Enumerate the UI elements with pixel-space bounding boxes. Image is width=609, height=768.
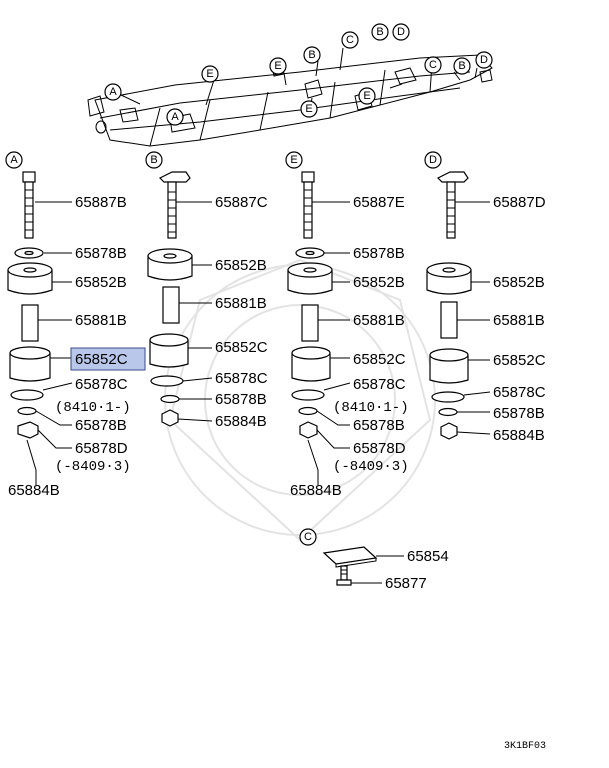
section-c: C 65854 65877 bbox=[299, 528, 449, 592]
highlight-box bbox=[70, 347, 146, 371]
note-until-8409: (-8409·3) bbox=[333, 459, 409, 475]
label-65878d: 65878D bbox=[75, 440, 128, 457]
label-65878b: 65878B bbox=[75, 245, 127, 262]
label-65881b: 65881B bbox=[215, 295, 267, 312]
label-65878b: 65878B bbox=[353, 417, 405, 434]
label-65881b: 65881B bbox=[353, 312, 405, 329]
label-65878c: 65878C bbox=[215, 370, 268, 387]
label-65884b: 65884B bbox=[290, 482, 342, 499]
callout-d: D bbox=[480, 54, 488, 66]
callout-e: E bbox=[305, 103, 312, 115]
column-a: A 65887B 65878B 65852B 65881B 65852C 658… bbox=[5, 151, 146, 499]
label-65881b: 65881B bbox=[493, 312, 545, 329]
label-65887e: 65887E bbox=[353, 194, 405, 211]
callout-e: E bbox=[206, 68, 213, 80]
callout-b: B bbox=[376, 26, 383, 38]
label-65881b: 65881B bbox=[75, 312, 127, 329]
note-until-8409: (-8409·3) bbox=[55, 459, 131, 475]
note-from-8410: (8410·1-) bbox=[333, 400, 409, 416]
label-65852b: 65852B bbox=[215, 257, 267, 274]
diagram-code: 3K1BF03 bbox=[504, 741, 546, 752]
column-d-key: D bbox=[429, 154, 437, 166]
column-e-key: E bbox=[290, 154, 297, 166]
label-65878b: 65878B bbox=[353, 245, 405, 262]
label-65852c: 65852C bbox=[215, 339, 268, 356]
label-65878b: 65878B bbox=[75, 417, 127, 434]
label-65852b: 65852B bbox=[493, 274, 545, 291]
label-65884b: 65884B bbox=[493, 427, 545, 444]
label-65887c: 65887C bbox=[215, 194, 268, 211]
callout-d: D bbox=[397, 26, 405, 38]
callout-a: A bbox=[171, 111, 179, 123]
column-e: E 65887E 65878B 65852B 65881B 65852C 658… bbox=[285, 151, 409, 499]
label-65852c: 65852C bbox=[493, 352, 546, 369]
label-65884b: 65884B bbox=[215, 413, 267, 430]
column-d: D 65887D 65852B 65881B 65852C 65878C 658… bbox=[424, 151, 546, 444]
callout-b: B bbox=[458, 60, 465, 72]
label-65887d: 65887D bbox=[493, 194, 546, 211]
label-65852b: 65852B bbox=[353, 274, 405, 291]
label-65854: 65854 bbox=[407, 548, 449, 565]
callout-a: A bbox=[109, 86, 117, 98]
label-65878b: 65878B bbox=[493, 405, 545, 422]
callout-c: C bbox=[429, 59, 437, 71]
callout-b: B bbox=[308, 49, 315, 61]
frame-callouts: A E E B C B D C B D A E E bbox=[104, 23, 493, 126]
label-65878c: 65878C bbox=[493, 384, 546, 401]
column-b-key: B bbox=[150, 154, 157, 166]
label-65878c: 65878C bbox=[353, 376, 406, 393]
column-b: B 65887C 65852B 65881B 65852C 65878C 658… bbox=[145, 151, 268, 430]
callout-e: E bbox=[363, 90, 370, 102]
label-65878c: 65878C bbox=[75, 376, 128, 393]
label-65852c-highlighted: 65852C bbox=[75, 351, 128, 368]
label-65884b: 65884B bbox=[8, 482, 60, 499]
label-65877: 65877 bbox=[385, 575, 427, 592]
label-65878b: 65878B bbox=[215, 391, 267, 408]
column-a-key: A bbox=[10, 154, 18, 166]
label-65852b: 65852B bbox=[75, 274, 127, 291]
label-65852c: 65852C bbox=[353, 351, 406, 368]
callout-e: E bbox=[274, 60, 281, 72]
section-c-key: C bbox=[304, 531, 312, 543]
callout-c: C bbox=[346, 34, 354, 46]
note-from-8410: (8410·1-) bbox=[55, 400, 131, 416]
label-65887b: 65887B bbox=[75, 194, 127, 211]
label-65878d: 65878D bbox=[353, 440, 406, 457]
